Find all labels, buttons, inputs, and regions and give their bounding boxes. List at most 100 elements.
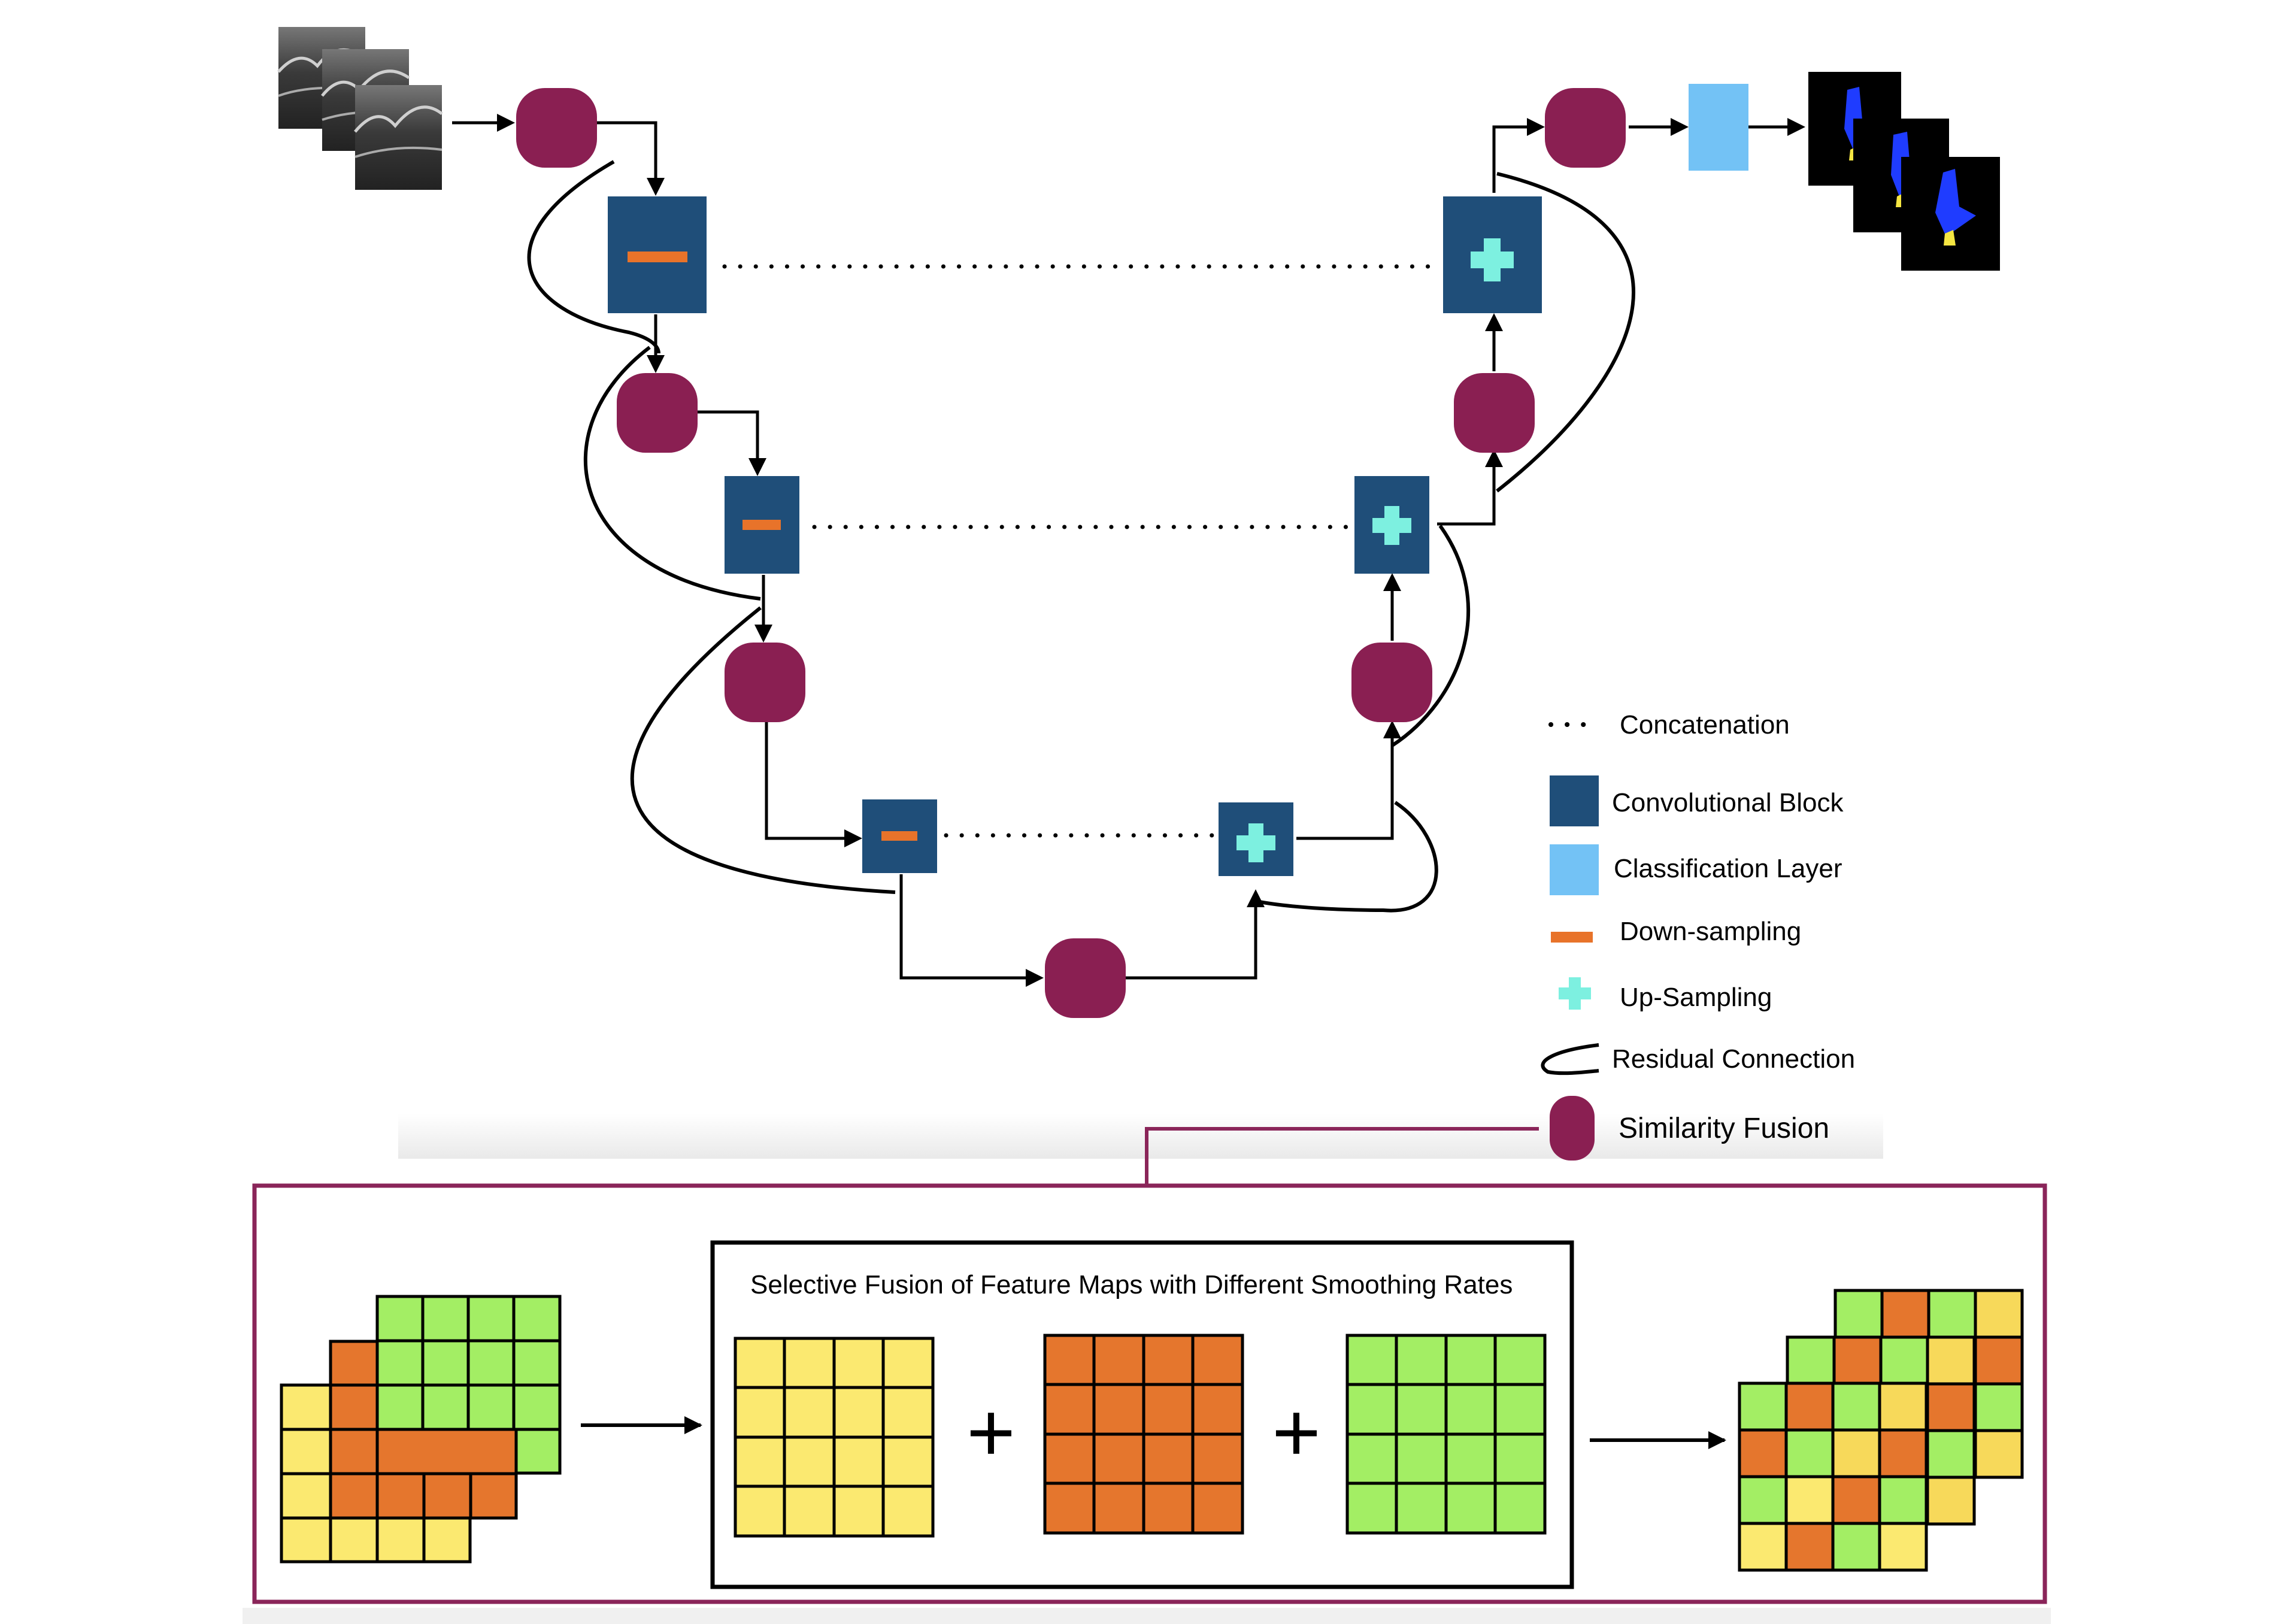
- similarity-fusion-node-out: [1545, 88, 1626, 168]
- residual-curve-dec-2: [1391, 525, 1470, 747]
- fused-cell: [1786, 1335, 1836, 1386]
- legend-swatch-up-sampling: [1559, 977, 1591, 1010]
- feature-map-orange: [329, 1340, 518, 1520]
- minus-icon: [742, 520, 781, 530]
- fused-cell: [1974, 1335, 2024, 1386]
- fused-cell: [1832, 1335, 1883, 1386]
- legend-item-classification-layer: Classification Layer: [1550, 844, 1842, 895]
- fused-cell: [1831, 1522, 1881, 1572]
- fused-cell: [1926, 1475, 1976, 1526]
- legend-swatch-similarity-fusion: [1550, 1096, 1595, 1161]
- fused-cell: [1974, 1382, 2024, 1432]
- fused-cell: [1784, 1475, 1835, 1525]
- encoder-block-2: [725, 476, 799, 574]
- legend-label-convolutional-block: Convolutional Block: [1612, 788, 1844, 817]
- minus-icon: [628, 252, 687, 262]
- residual-curve-enc-3: [630, 606, 896, 894]
- similarity-fusion-node-bottleneck: [1045, 938, 1126, 1018]
- plus-sign-1: +: [966, 1385, 1016, 1479]
- legend-item-up-sampling: Up-Sampling: [1559, 977, 1772, 1012]
- fused-cell: [1784, 1522, 1835, 1572]
- legend-item-convolutional-block: Convolutional Block: [1550, 775, 1844, 826]
- residual-curve-enc-2: [583, 346, 761, 601]
- legend-swatch-down-sampling: [1551, 932, 1593, 943]
- fused-cell: [1926, 1382, 1976, 1432]
- decoder-block-3: [1219, 802, 1293, 876]
- oct-slice: [354, 85, 443, 190]
- shade-strip-top: [398, 1114, 1883, 1159]
- similarity-fusion-node-enc-2: [617, 373, 698, 453]
- smoothing-map-green: [1345, 1334, 1547, 1535]
- plus-icon: [1236, 823, 1275, 862]
- legend-swatch-residual-curve: [1541, 1043, 1599, 1075]
- legend-label-residual-connection: Residual Connection: [1612, 1044, 1855, 1074]
- seg-slice: [1901, 157, 2000, 271]
- fused-cell: [1831, 1475, 1881, 1525]
- fused-cell: [1784, 1428, 1835, 1478]
- similarity-fusion-node-dec-2: [1454, 373, 1535, 453]
- fused-cell: [1878, 1428, 1928, 1478]
- flow-arrows: [452, 114, 1805, 987]
- legend-label-similarity-fusion: Similarity Fusion: [1619, 1113, 1829, 1144]
- fused-cell: [1926, 1335, 1976, 1386]
- similarity-fusion-node-in: [516, 88, 597, 168]
- input-oct-images: [277, 27, 443, 190]
- residual-curve-dec-3: [1256, 801, 1438, 913]
- fused-cell: [1831, 1381, 1881, 1432]
- fused-cell: [1974, 1289, 2024, 1339]
- smoothing-map-yellow: [734, 1337, 935, 1538]
- plus-icon: [1471, 238, 1514, 281]
- fused-cell: [1926, 1429, 1976, 1479]
- smoothing-map-orange: [1043, 1334, 1244, 1535]
- legend-item-residual-connection: Residual Connection: [1541, 1043, 1855, 1075]
- residual-curve-dec-1: [1496, 172, 1635, 493]
- shade-strip-bottom: [243, 1608, 2051, 1624]
- similarity-fusion-node-enc-3: [725, 643, 805, 722]
- legend-item-concatenation: Concatenation: [1548, 710, 1790, 740]
- encoder-block-3: [862, 799, 937, 873]
- plus-icon: [1372, 506, 1411, 545]
- classification-layer-block: [1689, 84, 1748, 171]
- fused-cell: [1784, 1381, 1835, 1432]
- output-segmentation-maps: [1808, 72, 2000, 271]
- legend-item-similarity-fusion: Similarity Fusion: [1550, 1096, 1829, 1161]
- fused-cell: [1879, 1335, 1929, 1386]
- legend-swatch-classification-layer: [1550, 844, 1599, 895]
- selective-fusion-box: [710, 1240, 1574, 1589]
- minus-icon: [881, 831, 917, 841]
- fused-cell: [1738, 1381, 1788, 1432]
- fused-cell: [1880, 1289, 1930, 1339]
- fused-cell: [1878, 1475, 1928, 1525]
- legend-swatch-conv-block: [1550, 775, 1599, 826]
- feature-map-yellow: [280, 1383, 472, 1564]
- fused-cell: [1974, 1429, 2024, 1479]
- fused-cell: [1878, 1522, 1928, 1572]
- legend-label-down-sampling: Down-sampling: [1620, 917, 1801, 946]
- legend: Concatenation Convolutional Block Classi…: [1541, 710, 1855, 1161]
- legend-item-down-sampling: Down-sampling: [1551, 917, 1801, 946]
- legend-label-up-sampling: Up-Sampling: [1620, 983, 1772, 1012]
- encoder-block-1: [608, 196, 707, 313]
- concatenation-links: [722, 264, 1439, 838]
- fusion-panel-connector: [1145, 1127, 1539, 1186]
- fused-cell: [1738, 1475, 1788, 1525]
- fused-feature-stack: [1738, 1289, 2024, 1572]
- fusion-detail-panel: [252, 1183, 2047, 1604]
- fused-cell: [1927, 1289, 1977, 1339]
- fused-feature-map-layer: [1738, 1381, 1928, 1572]
- residual-curve-enc-1: [527, 160, 660, 354]
- residual-connections: [527, 160, 1635, 913]
- legend-label-concatenation: Concatenation: [1620, 710, 1790, 740]
- selective-fusion-title: Selective Fusion of Feature Maps with Di…: [750, 1270, 1513, 1299]
- fused-cell: [1738, 1522, 1788, 1572]
- decoder-block-2: [1354, 476, 1429, 574]
- input-feature-stack: [280, 1295, 562, 1564]
- fused-cell: [1831, 1428, 1881, 1478]
- plus-sign-2: +: [1272, 1385, 1321, 1479]
- similarity-fusion-nodes: [516, 88, 1626, 1018]
- similarity-fusion-node-dec-3: [1351, 643, 1432, 722]
- fused-cell: [1833, 1289, 1884, 1339]
- fused-cell: [1738, 1428, 1788, 1478]
- decoder-block-1: [1443, 196, 1542, 313]
